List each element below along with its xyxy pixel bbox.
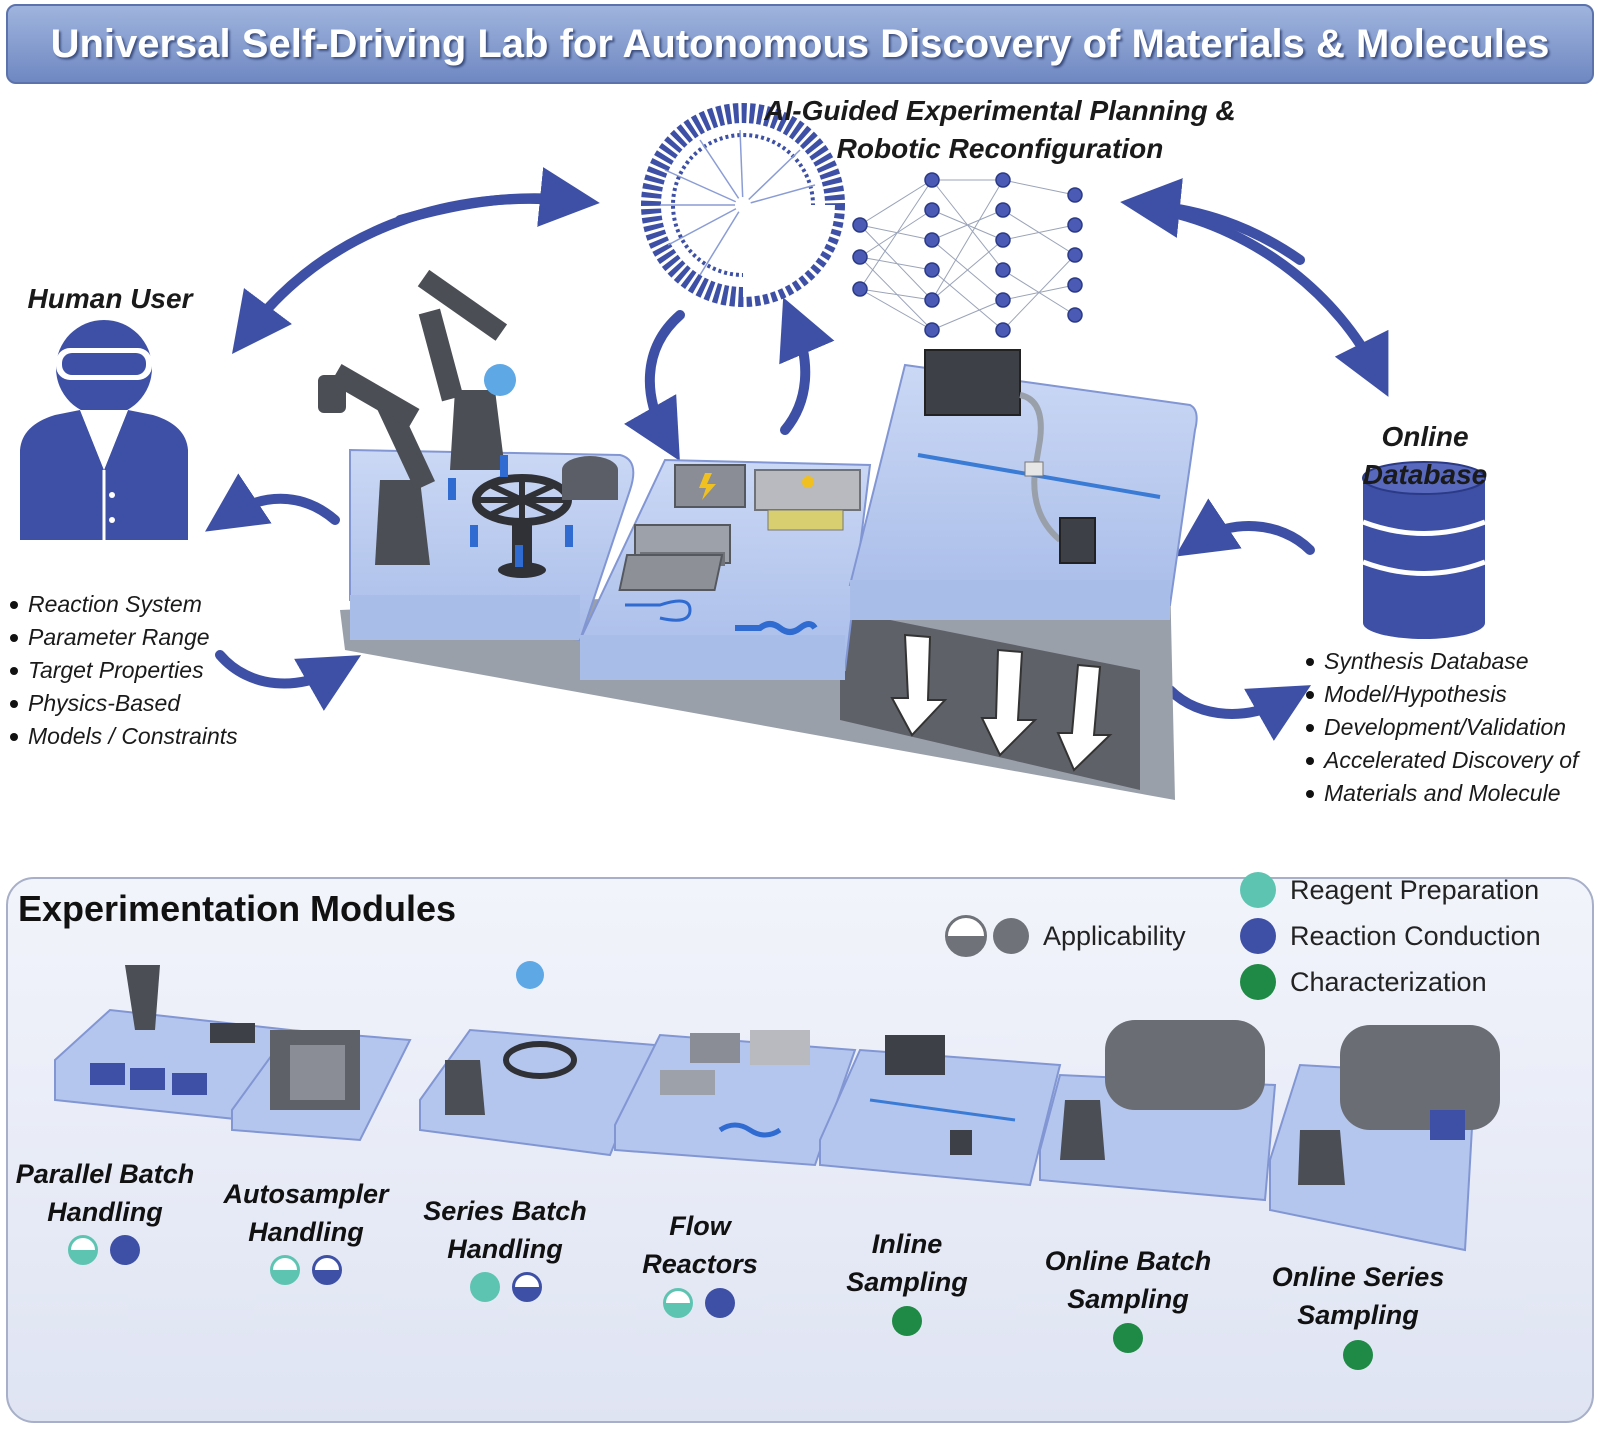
characterization-dot-icon — [1240, 964, 1276, 1000]
online-database-heading: Online Database — [1362, 421, 1488, 490]
characterization-full-indicator — [1343, 1340, 1373, 1370]
arrow-ai-down — [624, 310, 685, 462]
online-database-list: Synthesis Database Model/Hypothesis Deve… — [1306, 645, 1578, 810]
module-label-online-batch: Online Batch Sampling — [1018, 1242, 1238, 1318]
ai-heading-line2: Robotic Reconfiguration — [836, 133, 1164, 164]
module-label-line1: Inline — [871, 1229, 943, 1259]
reagent-dot-icon — [1240, 872, 1276, 908]
list-item: Synthesis Database — [1306, 645, 1578, 678]
module-label-line2: Handling — [47, 1197, 163, 1227]
ai-radial-chart-icon — [641, 103, 845, 307]
legend-label: Reaction Conduction — [1290, 920, 1541, 951]
reagent-half-indicator — [68, 1235, 98, 1265]
lab-platform — [340, 363, 1198, 800]
module-label-line1: Parallel Batch — [15, 1159, 195, 1189]
legend-label: Characterization — [1290, 966, 1487, 997]
module-label-line2: Handling — [447, 1234, 563, 1264]
ai-heading-line1: AI-Guided Experimental Planning & — [764, 95, 1236, 126]
list-item: Accelerated Discovery of — [1306, 744, 1578, 777]
list-item: Parameter Range — [10, 621, 238, 654]
robot-arm-icon — [318, 269, 516, 565]
legend-reaction: Reaction Conduction — [1240, 918, 1541, 954]
applicability-label: Applicability — [1043, 920, 1186, 951]
module-label-line1: Online Batch — [1044, 1246, 1212, 1276]
list-item-continuation: Materials and Molecule — [1306, 777, 1578, 810]
module-label-line2: Sampling — [1297, 1300, 1419, 1330]
legend-reagent: Reagent Preparation — [1240, 872, 1539, 908]
reaction-dot-icon — [1240, 918, 1276, 954]
experimentation-modules-title: Experimentation Modules — [18, 888, 457, 929]
arrow-db-to-lab — [1175, 498, 1315, 557]
arrow-ai-to-db — [1155, 205, 1389, 397]
arrow-user-to-lab — [215, 650, 362, 711]
arrow-up-ai — [779, 297, 835, 435]
person-with-goggles-icon — [20, 320, 188, 540]
arrow-user-to-ai — [395, 167, 600, 227]
list-item-continuation: Models / Constraints — [10, 720, 238, 753]
arrow-lab-to-user — [205, 473, 340, 532]
list-item: Model/Hypothesis — [1306, 678, 1578, 711]
lab-illustration — [20, 103, 1486, 800]
carousel-sampler-icon — [448, 455, 618, 578]
module-label-inline-sampling: Inline Sampling — [797, 1225, 1017, 1301]
arrow-db-to-ai — [1120, 178, 1305, 265]
half-circle-icon — [945, 915, 987, 957]
reaction-full-indicator — [110, 1235, 140, 1265]
legend-characterization: Characterization — [1240, 964, 1487, 1000]
human-user-heading: Human User — [27, 283, 193, 314]
reagent-half-indicator — [270, 1255, 300, 1285]
module-label-parallel-batch: Parallel Batch Handling — [0, 1155, 215, 1231]
page-title: Universal Self-Driving Lab for Autonomou… — [50, 21, 1550, 66]
reaction-full-indicator — [705, 1288, 735, 1318]
database-icon — [1362, 461, 1486, 639]
module-label-online-series: Online Series Sampling — [1248, 1258, 1468, 1334]
neural-network-icon — [852, 172, 1083, 338]
reaction-half-indicator — [512, 1272, 542, 1302]
module-label-autosampler: Autosampler Handling — [196, 1175, 416, 1251]
module-label-line2: Reactors — [642, 1249, 758, 1279]
title-banner: Universal Self-Driving Lab for Autonomou… — [6, 4, 1594, 84]
ai-planning-heading: AI-Guided Experimental Planning & Roboti… — [760, 92, 1240, 168]
flow-arrows — [205, 167, 1389, 741]
reaction-half-indicator — [312, 1255, 342, 1285]
module-label-line1: Series Batch — [423, 1196, 587, 1226]
module-label-flow-reactors: Flow Reactors — [590, 1207, 810, 1283]
human-user-list: Reaction System Parameter Range Target P… — [10, 588, 238, 753]
full-circle-icon — [993, 918, 1029, 954]
arrow-lab-to-db — [1165, 685, 1312, 741]
flow-reactor-devices — [618, 464, 861, 635]
module-label-line2: Handling — [248, 1217, 364, 1247]
list-item: Physics-Based — [10, 687, 238, 720]
module-label-series-batch: Series Batch Handling — [395, 1192, 615, 1268]
reagent-full-indicator — [470, 1272, 500, 1302]
module-label-line1: Autosampler — [223, 1179, 389, 1209]
module-label-line1: Online Series — [1271, 1262, 1445, 1292]
applicability-legend: Applicability — [945, 915, 1186, 957]
module-label-line1: Flow — [669, 1211, 731, 1241]
characterization-full-indicator — [892, 1306, 922, 1336]
list-item: Reaction System — [10, 588, 238, 621]
reagent-half-indicator — [663, 1288, 693, 1318]
list-item-continuation: Development/Validation — [1306, 711, 1578, 744]
list-item: Target Properties — [10, 654, 238, 687]
legend-label: Reagent Preparation — [1290, 874, 1540, 905]
module-label-line2: Sampling — [846, 1267, 968, 1297]
module-label-line2: Sampling — [1067, 1284, 1189, 1314]
inline-module-base — [848, 363, 1198, 607]
down-arrow-icons — [890, 633, 1113, 772]
inline-sampling-devices — [917, 349, 1161, 564]
characterization-full-indicator — [1113, 1323, 1143, 1353]
